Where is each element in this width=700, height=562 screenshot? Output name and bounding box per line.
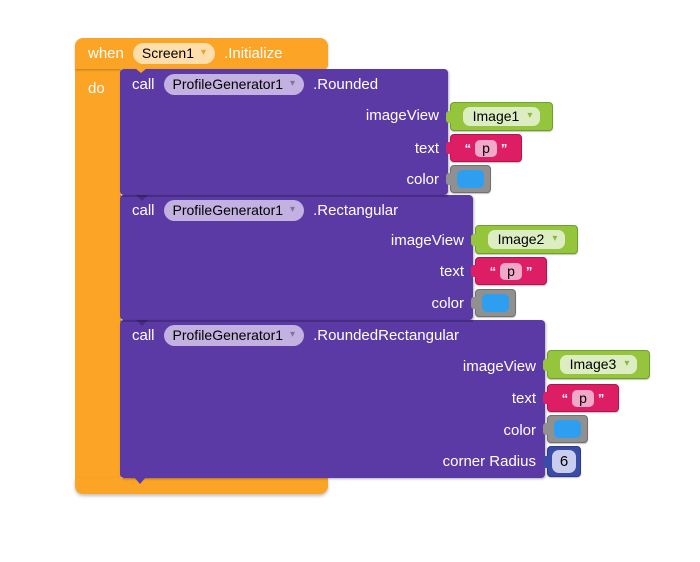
text-input[interactable]: p — [572, 389, 594, 407]
component-dropdown-value: ProfileGenerator1 — [172, 76, 284, 92]
component-dropdown-value: Image1 — [472, 108, 520, 124]
param-label-color: color — [431, 295, 464, 312]
text-input[interactable]: p — [475, 139, 497, 157]
color-block[interactable] — [446, 165, 491, 193]
component-dropdown[interactable]: Image3 ▾ — [559, 355, 638, 374]
dropdown-arrow-icon: ▾ — [290, 78, 296, 89]
param-label-color: color — [406, 171, 439, 188]
text-string-block[interactable]: “ p ” — [543, 384, 619, 412]
component-block-image2[interactable]: Image2 ▾ — [471, 225, 578, 254]
call-label: call — [132, 76, 155, 93]
connector-notch — [136, 320, 148, 326]
component-dropdown[interactable]: ProfileGenerator1 ▾ — [163, 200, 305, 221]
call-block-rounded-rectangular[interactable]: call ProfileGenerator1 ▾ .RoundedRectang… — [120, 320, 650, 478]
param-label-text: text — [439, 263, 464, 280]
call-header[interactable]: call ProfileGenerator1 ▾ .Rounded — [120, 69, 448, 100]
component-dropdown[interactable]: Image2 ▾ — [487, 230, 566, 249]
connector-notch — [135, 68, 147, 73]
screen-dropdown-value: Screen1 — [141, 45, 195, 61]
method-name-label: .Rectangular — [313, 202, 399, 219]
call-label: call — [132, 327, 155, 344]
method-name-label: .RoundedRectangular — [313, 327, 459, 344]
dropdown-arrow-icon: ▾ — [290, 329, 296, 340]
number-input[interactable]: 6 — [552, 450, 576, 473]
color-block[interactable] — [543, 415, 588, 443]
screen-dropdown[interactable]: Screen1 ▾ — [132, 43, 216, 64]
number-block[interactable]: 6 — [543, 446, 581, 477]
dropdown-arrow-icon: ▾ — [624, 358, 630, 369]
close-quote: ” — [500, 140, 508, 156]
event-name-label: .Initialize — [224, 45, 283, 62]
event-block-header[interactable]: when Screen1 ▾ .Initialize — [75, 38, 328, 69]
call-label: call — [132, 202, 155, 219]
component-block-image3[interactable]: Image3 ▾ — [543, 350, 650, 379]
event-block-bottom[interactable] — [75, 478, 328, 494]
dropdown-arrow-icon: ▾ — [290, 204, 296, 215]
param-label-text: text — [414, 140, 439, 157]
connector-notch — [136, 195, 148, 201]
dropdown-arrow-icon: ▾ — [527, 110, 533, 121]
call-header[interactable]: call ProfileGenerator1 ▾ .RoundedRectang… — [120, 320, 545, 351]
component-dropdown[interactable]: ProfileGenerator1 ▾ — [163, 325, 305, 346]
component-dropdown-value: Image3 — [569, 356, 617, 372]
text-string-block[interactable]: “ p ” — [471, 257, 547, 285]
component-dropdown-value: ProfileGenerator1 — [172, 327, 284, 343]
call-block-rounded[interactable]: call ProfileGenerator1 ▾ .Rounded imageV… — [120, 69, 553, 195]
component-dropdown[interactable]: Image1 ▾ — [462, 107, 541, 126]
call-header[interactable]: call ProfileGenerator1 ▾ .Rectangular — [120, 195, 473, 226]
block-seam — [120, 320, 473, 322]
method-name-label: .Rounded — [313, 76, 379, 93]
component-dropdown-value: ProfileGenerator1 — [172, 202, 284, 218]
param-label-corner-radius: corner Radius — [442, 453, 536, 470]
param-label-color: color — [503, 422, 536, 439]
color-swatch[interactable] — [554, 420, 581, 438]
do-label: do — [88, 80, 105, 97]
connector-tab — [134, 477, 146, 484]
open-quote: “ — [561, 390, 569, 406]
param-label-imageview: imageView — [390, 232, 464, 249]
color-block[interactable] — [471, 289, 516, 317]
component-block-image1[interactable]: Image1 ▾ — [446, 102, 553, 131]
text-input[interactable]: p — [500, 262, 522, 280]
dropdown-arrow-icon: ▾ — [201, 47, 207, 58]
component-dropdown[interactable]: ProfileGenerator1 ▾ — [163, 74, 305, 95]
when-label: when — [88, 45, 124, 62]
component-dropdown-value: Image2 — [497, 231, 545, 247]
dropdown-arrow-icon: ▾ — [552, 233, 558, 244]
text-string-block[interactable]: “ p ” — [446, 134, 522, 162]
color-swatch[interactable] — [482, 294, 509, 312]
color-swatch[interactable] — [457, 170, 484, 188]
param-label-imageview: imageView — [365, 107, 439, 124]
param-label-imageview: imageView — [462, 358, 536, 375]
close-quote: ” — [597, 390, 605, 406]
block-seam — [120, 195, 448, 197]
open-quote: “ — [464, 140, 472, 156]
close-quote: ” — [525, 263, 533, 279]
event-block-body[interactable]: do — [75, 66, 121, 480]
param-label-text: text — [511, 390, 536, 407]
open-quote: “ — [489, 263, 497, 279]
call-block-rectangular[interactable]: call ProfileGenerator1 ▾ .Rectangular im… — [120, 195, 578, 320]
